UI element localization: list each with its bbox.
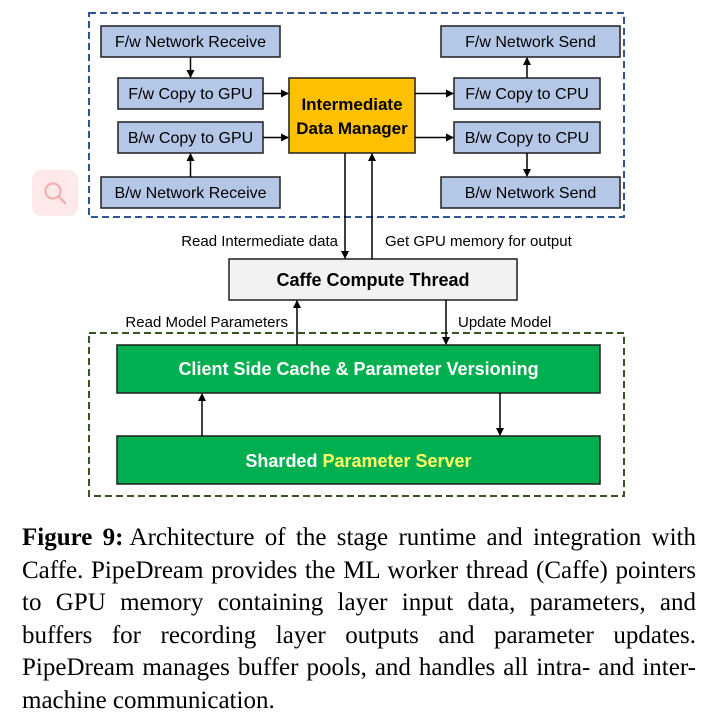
caffe-compute-thread-box	[228, 258, 518, 301]
fw-network-receive-box	[100, 25, 281, 58]
fw-copy-to-cpu-label: F/w Copy to CPU	[465, 86, 589, 103]
parameter-server-prefix: Sharded	[245, 451, 322, 471]
label-read-model-parameters: Read Model Parameters	[125, 314, 288, 331]
label-update-model: Update Model	[458, 314, 551, 331]
fw-network-receive-label: F/w Network Receive	[115, 34, 266, 51]
bw-network-receive-label: B/w Network Receive	[114, 185, 266, 202]
label-read-intermediate-data: Read Intermediate data	[181, 233, 338, 250]
bw-copy-to-cpu-box	[453, 121, 601, 154]
parameter-side-group	[88, 332, 625, 497]
fw-copy-to-gpu-label: F/w Copy to GPU	[128, 86, 252, 103]
bw-copy-to-gpu-box	[117, 121, 264, 154]
architecture-diagram: F/w Network Receive F/w Copy to GPU B/w …	[88, 12, 625, 497]
bw-network-receive-box	[100, 176, 281, 209]
figure-caption-text: Architecture of the stage runtime and in…	[22, 524, 697, 714]
parameter-server-highlight: Parameter Server	[322, 451, 471, 471]
bw-copy-to-gpu-label: B/w Copy to GPU	[128, 130, 253, 147]
figure-label: Figure 9:	[22, 524, 124, 551]
search-overlay-button[interactable]	[32, 170, 78, 216]
bw-network-send-box	[440, 176, 621, 209]
bw-copy-to-cpu-label: B/w Copy to CPU	[465, 130, 589, 147]
bw-network-send-label: B/w Network Send	[465, 185, 597, 202]
client-side-cache-box	[116, 344, 601, 394]
fw-copy-to-cpu-box	[453, 77, 601, 110]
label-get-gpu-memory: Get GPU memory for output	[385, 233, 573, 250]
search-icon	[44, 182, 67, 205]
intermediate-data-manager-box	[288, 77, 416, 154]
gpu-side-group	[88, 12, 625, 218]
parameter-server-box	[116, 435, 601, 485]
fw-network-send-label: F/w Network Send	[465, 34, 596, 51]
client-side-cache-label: Client Side Cache & Parameter Versioning	[178, 359, 538, 379]
fw-network-send-box	[440, 25, 621, 58]
caffe-compute-thread-label: Caffe Compute Thread	[276, 270, 469, 290]
intermediate-data-manager-line2: Data Manager	[296, 119, 408, 138]
figure-caption: Figure 9:Architecture of the stage runti…	[22, 522, 696, 717]
intermediate-data-manager-line1: Intermediate	[301, 95, 402, 114]
parameter-server-label: Sharded Parameter Server	[245, 451, 471, 471]
